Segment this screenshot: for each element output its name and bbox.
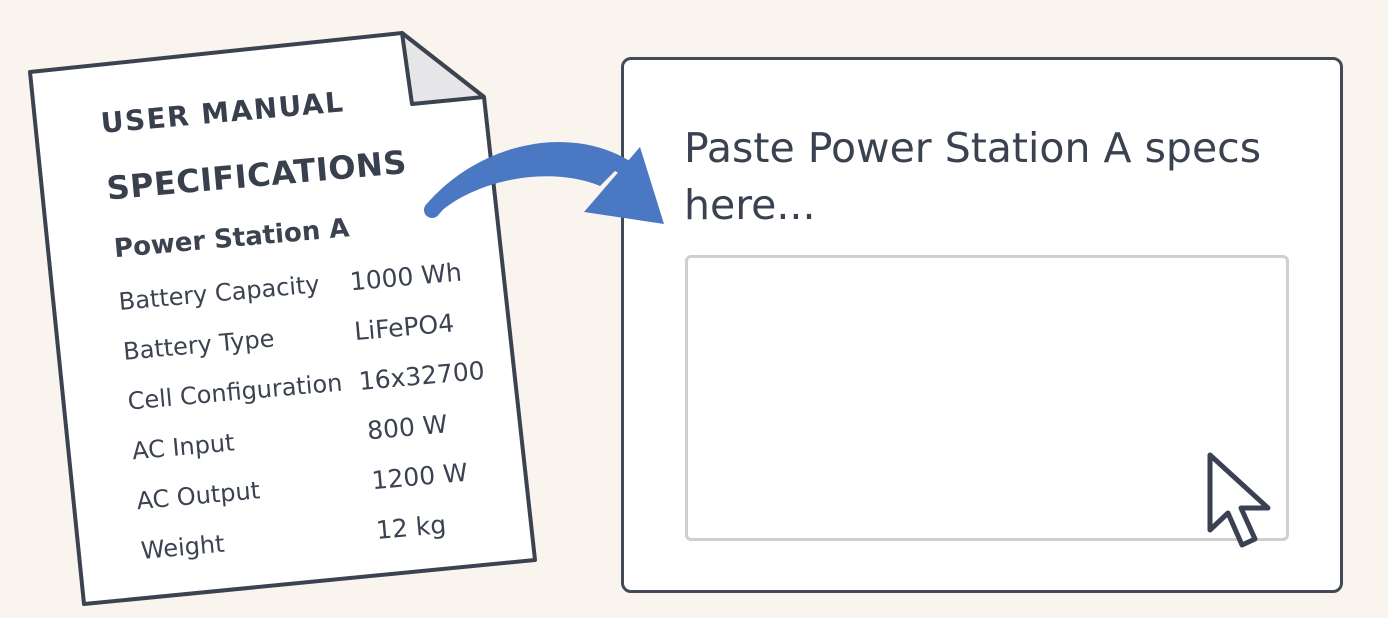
spec-label: Weight [139,529,226,565]
paste-prompt: Paste Power Station A specs here... [684,124,1262,229]
spec-value: 800 W [365,409,449,446]
spec-value: 1000 Wh [348,257,463,297]
spec-label: AC Output [135,476,262,516]
manual-subheading: SPECIFICATIONS [105,142,409,208]
spec-value: LiFePO4 [353,308,456,347]
specs-paste-input[interactable] [685,255,1289,541]
spec-value: 16x32700 [357,355,486,396]
manual-content: USER MANUAL SPECIFICATIONS Power Station… [64,33,527,568]
spec-label: Cell Configuration [126,368,344,416]
mouse-cursor-icon [1207,452,1271,548]
spec-value: 1200 W [370,457,469,496]
spec-label: AC Input [130,428,236,466]
spec-label: Battery Type [122,324,276,366]
manual-heading: USER MANUAL [99,85,346,140]
spec-value: 12 kg [374,509,448,546]
paste-panel: Paste Power Station A specs here... [621,57,1343,593]
product-name: Power Station A [112,213,351,265]
spec-label: Battery Capacity [117,270,321,316]
